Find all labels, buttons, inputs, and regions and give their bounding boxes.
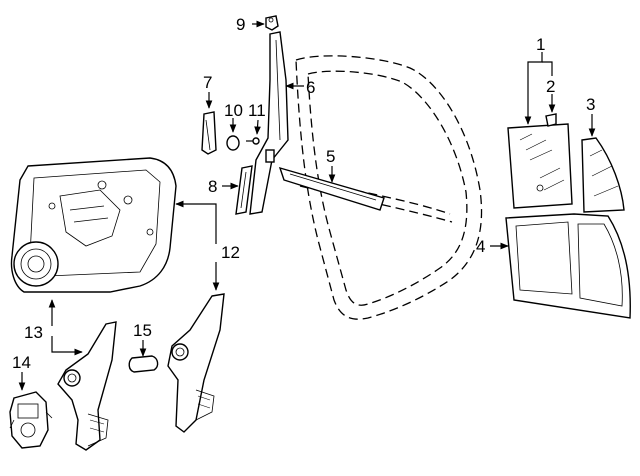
glass-part-1 — [507, 123, 573, 209]
cap-part-15 — [128, 355, 159, 373]
callout-2: 2 — [546, 77, 555, 96]
leader-lines — [18, 20, 596, 391]
window-regulator-right — [167, 293, 225, 433]
callout-9: 9 — [236, 15, 245, 34]
callout-6: 6 — [306, 78, 315, 97]
callout-3: 3 — [586, 95, 595, 114]
callout-12: 12 — [221, 243, 240, 262]
callout-labels: 1 2 3 4 5 6 7 8 9 10 11 12 13 14 15 — [12, 15, 595, 372]
screw-part-11 — [246, 137, 260, 145]
callout-15: 15 — [133, 321, 152, 340]
belt-molding-part-5 — [278, 166, 385, 211]
callout-13: 13 — [24, 323, 43, 342]
glass-clip-part-2 — [545, 113, 557, 127]
seal-part-8 — [235, 165, 253, 215]
window-channel-part-6 — [249, 31, 289, 215]
callout-11: 11 — [248, 101, 266, 120]
callout-5: 5 — [326, 147, 335, 166]
callout-8: 8 — [208, 177, 217, 196]
door-inner-panel — [10, 157, 177, 293]
callout-14: 14 — [12, 353, 31, 372]
clip-part-9 — [265, 15, 279, 31]
vent-glass-part-3 — [581, 137, 625, 213]
cap-part-10 — [226, 135, 240, 151]
callout-1: 1 — [536, 35, 545, 54]
callout-7: 7 — [203, 73, 212, 92]
callout-10: 10 — [224, 101, 243, 120]
trim-part-7 — [201, 111, 217, 155]
window-motor-part-14 — [9, 391, 53, 449]
window-regulator-left — [57, 321, 117, 451]
glass-run-seal-part-4 — [505, 213, 631, 319]
callout-4: 4 — [476, 237, 485, 256]
